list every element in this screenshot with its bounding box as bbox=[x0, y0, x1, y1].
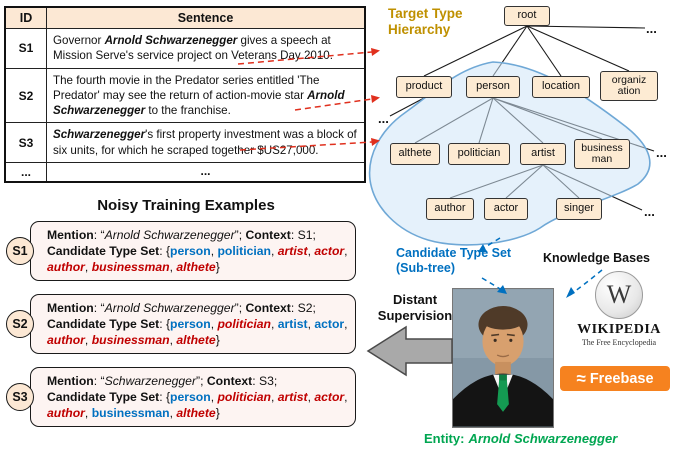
context-label: Context bbox=[245, 228, 291, 242]
candidate-type: artist bbox=[277, 244, 308, 259]
row-id-cell: ... bbox=[4, 162, 47, 183]
table-header-id: ID bbox=[4, 6, 47, 29]
sentence-cell: Schwarzenegger's first property investme… bbox=[46, 122, 366, 164]
tree-node-artist: artist bbox=[520, 143, 566, 165]
sentence-text: The fourth movie in the Predator series … bbox=[53, 73, 320, 102]
sentence-cell: Governor Arnold Schwarzenegger gives a s… bbox=[46, 28, 366, 69]
tree-node-root: root bbox=[504, 6, 550, 26]
candidate-type: althete bbox=[176, 406, 216, 421]
tree-node-author: author bbox=[426, 198, 474, 220]
table-row: ...... bbox=[4, 162, 366, 183]
table-header-sentence: Sentence bbox=[46, 6, 366, 29]
hierarchy-title: Target Type Hierarchy bbox=[388, 6, 463, 38]
table-header-row: ID Sentence bbox=[4, 6, 366, 29]
distant-supervision-arrow bbox=[366, 325, 453, 377]
candidate-type-set-label: Candidate Type Set (Sub-tree) bbox=[396, 246, 512, 275]
entity-mention: Schwarzenegger bbox=[53, 128, 146, 142]
wikipedia-tagline: The Free Encyclopedia bbox=[581, 338, 657, 347]
entity-caption-name: Arnold Schwarzenegger bbox=[468, 431, 618, 446]
candidate-type: person bbox=[170, 317, 211, 332]
wikipedia-wordmark: WIKIPEDIA bbox=[577, 322, 661, 337]
candidate-type: businessman bbox=[91, 260, 170, 275]
wikipedia-glyph: W bbox=[606, 280, 632, 309]
sentence-text: Governor bbox=[53, 34, 105, 47]
tree-node-businessman: business man bbox=[574, 139, 630, 169]
knowledge-bases-label: Knowledge Bases bbox=[543, 251, 650, 265]
wikipedia-logo: W WIKIPEDIA The Free Encyclopedia bbox=[566, 271, 672, 347]
entity-caption-prefix: Entity: bbox=[424, 431, 465, 446]
candidate-type: person bbox=[170, 244, 211, 259]
mention-label: Mention bbox=[47, 228, 94, 242]
candidate-type: author bbox=[47, 333, 85, 348]
ellipsis-more: ... bbox=[656, 145, 667, 160]
mention-value: Arnold Schwarzenegger bbox=[104, 301, 235, 315]
mention-label: Mention bbox=[47, 374, 94, 388]
example-id-badge: S3 bbox=[6, 383, 34, 411]
candidate-type: artist bbox=[277, 317, 308, 332]
candidate-type: politician bbox=[217, 390, 271, 405]
candidate-type: althete bbox=[176, 333, 216, 348]
tree-node-althete: althete bbox=[390, 143, 440, 165]
wikipedia-globe-icon: W bbox=[595, 271, 643, 319]
distant-supervision-label: Distant Supervision bbox=[377, 292, 453, 324]
candidate-type: businessman bbox=[91, 333, 170, 348]
entity-caption: Entity:Arnold Schwarzenegger bbox=[424, 431, 617, 446]
tree-node-politician: politician bbox=[448, 143, 510, 165]
freebase-logo: ≈ Freebase bbox=[560, 366, 670, 391]
tree-node-singer: singer bbox=[556, 198, 602, 220]
sentence-cell: ... bbox=[46, 162, 366, 183]
tree-node-location: location bbox=[532, 76, 590, 98]
typeset-label: Candidate Type Set bbox=[47, 390, 160, 405]
row-id-cell: S2 bbox=[4, 67, 47, 124]
candidate-type: businessman bbox=[91, 406, 170, 421]
candidate-type: author bbox=[47, 260, 85, 275]
row-id-cell: S1 bbox=[4, 28, 47, 69]
training-example-card: Mention: “Arnold Schwarzenegger”; Contex… bbox=[30, 221, 356, 282]
tree-node-organization: organiz ation bbox=[600, 71, 658, 101]
entity-portrait-drawing bbox=[453, 289, 553, 427]
tree-node-person: person bbox=[466, 76, 520, 98]
tree-node-actor: actor bbox=[484, 198, 528, 220]
context-label: Context bbox=[206, 374, 253, 388]
tree-edges bbox=[389, 25, 655, 211]
ellipsis-more: ... bbox=[644, 204, 655, 219]
candidate-type: actor bbox=[314, 244, 345, 259]
noisy-examples-title: Noisy Training Examples bbox=[97, 197, 275, 214]
sentence-text: ... bbox=[200, 164, 211, 179]
candidate-type: person bbox=[170, 390, 211, 405]
candidate-type: author bbox=[47, 406, 85, 421]
sentence-cell: The fourth movie in the Predator series … bbox=[46, 67, 366, 124]
example-id-badge: S2 bbox=[6, 310, 34, 338]
sentence-text: to the franchise. bbox=[145, 104, 231, 118]
training-example-card: Mention: “Arnold Schwarzenegger”; Contex… bbox=[30, 294, 356, 355]
mention-value: Arnold Schwarzenegger bbox=[104, 228, 235, 242]
ellipsis-more: ... bbox=[646, 21, 657, 36]
freebase-wordmark: Freebase bbox=[589, 370, 654, 387]
candidate-type: artist bbox=[277, 390, 308, 405]
candidate-type: althete bbox=[176, 260, 216, 275]
tree-node-product: product bbox=[396, 76, 452, 98]
context-label: Context bbox=[245, 301, 291, 315]
candidate-type: politician bbox=[217, 244, 271, 259]
candidate-type: actor bbox=[314, 317, 345, 332]
candidate-type: actor bbox=[314, 390, 345, 405]
entity-mention: Arnold Schwarzenegger bbox=[104, 34, 238, 47]
training-example-card: Mention: “Schwarzenegger”; Context: S3;C… bbox=[30, 367, 356, 428]
typeset-label: Candidate Type Set bbox=[47, 317, 160, 332]
mention-value: Schwarzenegger bbox=[104, 374, 197, 388]
row-id-cell: S3 bbox=[4, 122, 47, 164]
freebase-icon: ≈ bbox=[576, 369, 586, 388]
typeset-label: Candidate Type Set bbox=[47, 244, 160, 259]
entity-photo bbox=[452, 288, 554, 428]
example-id-badge: S1 bbox=[6, 237, 34, 265]
mention-label: Mention bbox=[47, 301, 94, 315]
mention-link-arrowheads bbox=[371, 48, 380, 146]
candidate-type: politician bbox=[217, 317, 271, 332]
ellipsis-more: ... bbox=[378, 111, 389, 126]
